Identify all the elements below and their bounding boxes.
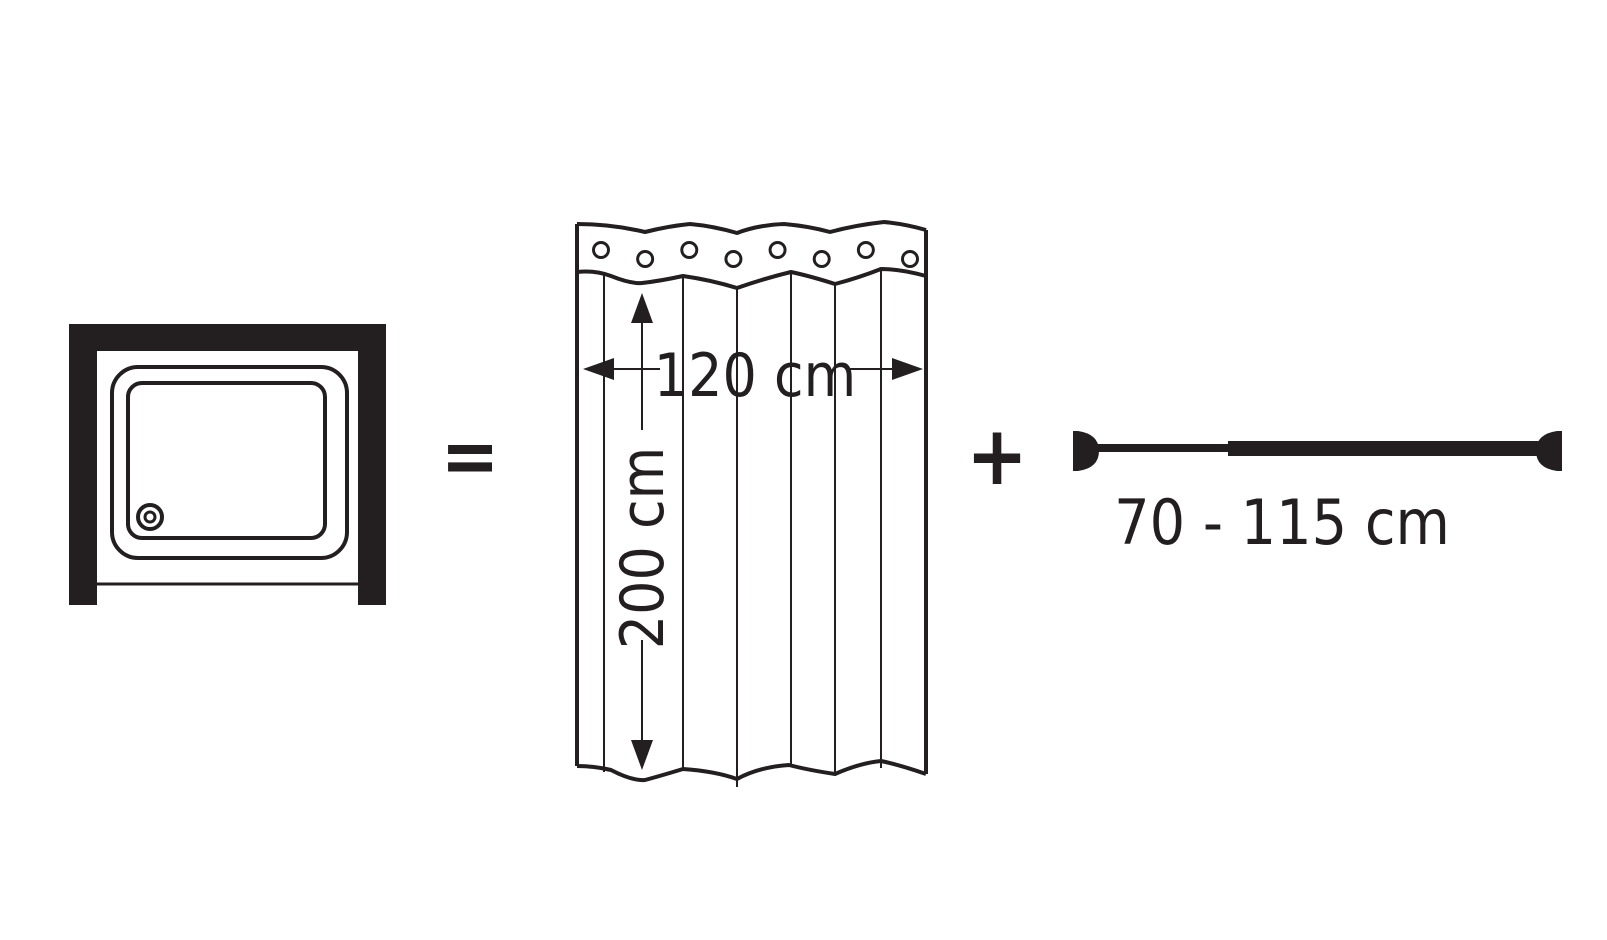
arrow-up-icon: [631, 293, 653, 323]
rod-end-left: [1073, 431, 1078, 471]
rod-thin-section: [1097, 444, 1230, 452]
arrow-down-icon: [631, 740, 653, 770]
shower-tray-icon: [69, 324, 386, 605]
rod-thick-section: [1228, 441, 1540, 456]
rod-length-label: 70 - 115 cm: [1114, 486, 1450, 559]
drain-inner: [143, 510, 157, 524]
curtain-ring: [592, 241, 610, 259]
curtain-bottom-edge: [576, 759, 927, 783]
arrow-right-icon: [892, 358, 923, 380]
width-dimension: [583, 358, 923, 380]
rod-cap-right: [1536, 431, 1557, 471]
arrow-left-icon: [583, 358, 614, 380]
curtain-ring: [856, 241, 875, 259]
curtain-ring: [812, 250, 831, 268]
wall-top: [69, 324, 386, 351]
rod-end-right: [1557, 431, 1562, 471]
curtain-folds: [603, 269, 882, 787]
plus-symbol: +: [966, 409, 1028, 504]
rod-cap-left: [1078, 431, 1099, 471]
curtain-heading-line: [576, 267, 927, 290]
wall-right: [358, 324, 386, 605]
drain-outer: [136, 503, 164, 531]
curtain-ring: [768, 241, 787, 259]
height-dimension: [631, 293, 653, 770]
curtain-rings: [592, 241, 919, 268]
tension-rod-icon: [1073, 431, 1562, 471]
height-label: 200 cm: [608, 447, 678, 649]
width-label: 120 cm: [654, 341, 856, 411]
curtain-icon: [575, 220, 928, 787]
curtain-ring: [636, 250, 655, 268]
tray-outer: [110, 365, 349, 560]
equals-symbol: =: [441, 412, 500, 502]
curtain-top-edge: [576, 220, 927, 235]
curtain-ring: [680, 241, 699, 259]
curtain-ring: [901, 250, 919, 268]
tray-inner: [126, 381, 327, 540]
curtain-ring: [724, 250, 743, 268]
wall-left: [69, 324, 97, 605]
